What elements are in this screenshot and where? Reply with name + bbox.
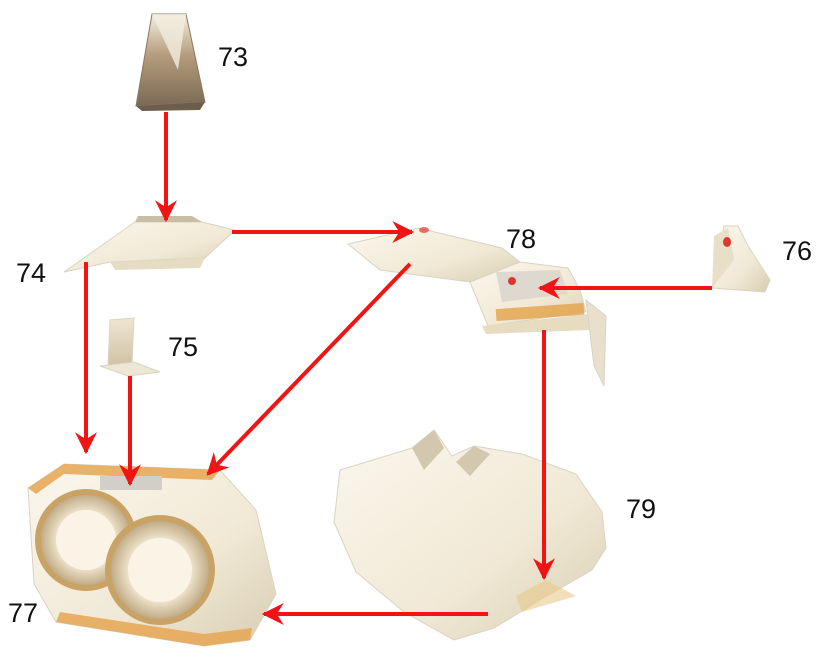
label-part-76: 76 — [782, 236, 812, 266]
label-part-77: 77 — [8, 598, 38, 628]
label-part-78: 78 — [506, 224, 536, 254]
part-79 — [334, 430, 606, 640]
label-part-79: 79 — [626, 494, 656, 524]
label-part-75: 75 — [168, 332, 198, 362]
label-part-74: 74 — [16, 258, 46, 288]
part-78 — [348, 227, 606, 386]
part-76 — [712, 226, 770, 292]
part-77 — [28, 464, 276, 646]
part-75 — [100, 318, 160, 376]
part-73 — [136, 14, 205, 111]
label-part-73: 73 — [218, 42, 248, 72]
arrow-78-to-77 — [208, 264, 410, 474]
part-74 — [64, 216, 235, 272]
